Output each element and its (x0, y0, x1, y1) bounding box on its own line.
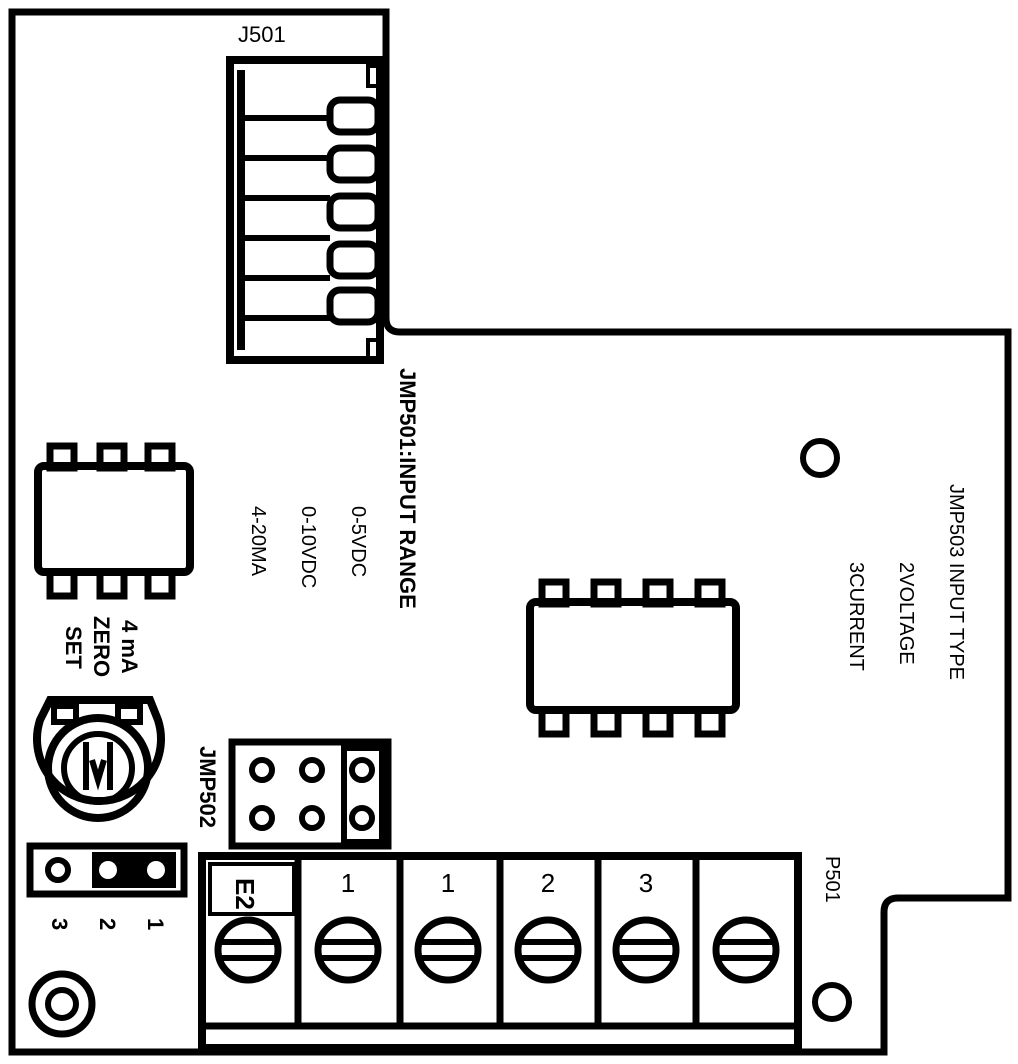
screw-3 (612, 916, 680, 984)
terminal-label-e2: E2 (230, 878, 260, 910)
terminal-label-2: 2 (541, 868, 555, 898)
terminal-label-1b: 1 (441, 868, 455, 898)
zero-set-potentiometer (33, 696, 165, 822)
zero-set-line3: SET (61, 626, 86, 669)
type-option-voltage: 2VOLTAGE (895, 562, 917, 665)
terminal-label-3: 3 (639, 868, 653, 898)
range-option-4-20ma: 4-20MA (247, 506, 269, 577)
screw-1b (414, 916, 482, 984)
range-option-0-5vdc: 0-5VDC (347, 506, 369, 577)
type-option-current: 3CURRENT (845, 562, 867, 671)
zero-set-line1: 4 mA (117, 620, 142, 674)
zero-set-line2: ZERO (89, 616, 114, 677)
mounting-hole-bottom-right (812, 982, 852, 1022)
screw-e2 (214, 916, 282, 984)
jmp501-label: JMP501:INPUT RANGE (395, 368, 420, 609)
pot-pin-2: 2 (95, 918, 120, 930)
jmp502-label: JMP502 (195, 746, 220, 828)
pot-pin-3: 3 (47, 918, 72, 930)
ic-6pin (34, 442, 194, 600)
mounting-hole-bottom-left (28, 970, 96, 1038)
ic-8pin (526, 578, 740, 738)
screw-1a (314, 916, 382, 984)
jmp503-label: JMP503 INPUT TYPE (945, 484, 967, 680)
terminal-screws (214, 916, 780, 984)
screw-6 (712, 916, 780, 984)
p501-label: P501 (821, 856, 843, 903)
board-outline (8, 8, 1012, 1056)
terminal-block (198, 852, 802, 1052)
jmp502-jumper (228, 738, 392, 850)
pot-pin-header (26, 842, 188, 898)
pot-pin-1: 1 (143, 918, 168, 930)
terminal-label-1a: 1 (341, 868, 355, 898)
screw-2 (514, 916, 582, 984)
range-option-0-10vdc: 0-10VDC (297, 506, 319, 588)
j501-connector (226, 56, 384, 364)
j501-label: J501 (238, 22, 286, 47)
mounting-hole-right (800, 438, 840, 478)
